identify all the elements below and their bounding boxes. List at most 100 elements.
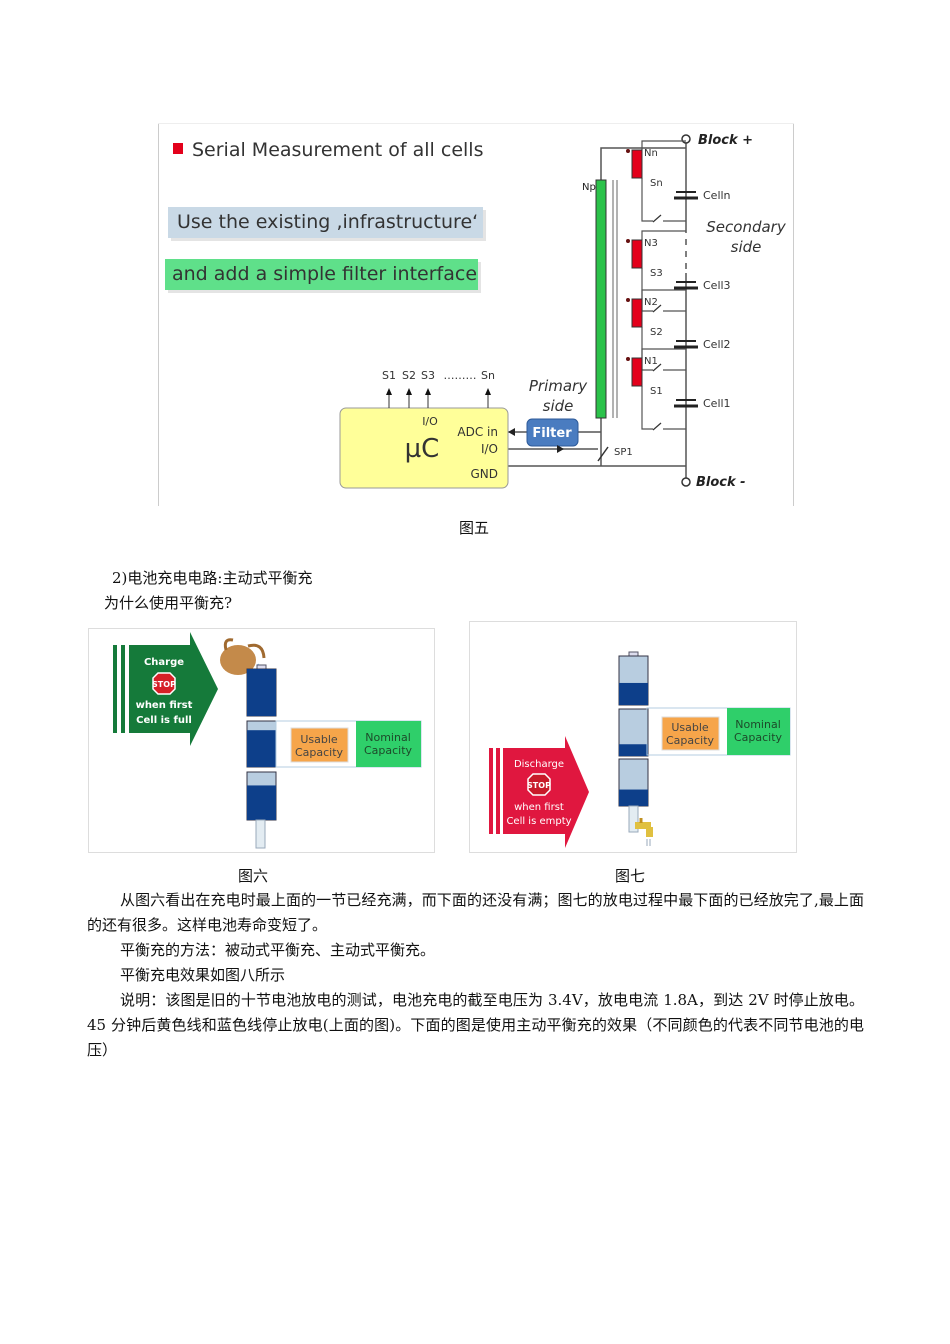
switch-sp1 bbox=[597, 446, 609, 462]
filter-interface-text: and add a simple filter interface bbox=[172, 263, 477, 285]
np-label: Np bbox=[582, 182, 596, 193]
winding-label: N1 bbox=[644, 356, 658, 367]
winding-dot bbox=[626, 298, 630, 302]
figure-7-caption: 图七 bbox=[615, 867, 646, 885]
section-heading: 2)电池充电电路:主动式平衡充 bbox=[112, 569, 313, 587]
winding-dot bbox=[626, 357, 630, 361]
nominal-capacity-label: Nominal bbox=[365, 731, 411, 744]
usable-capacity-label: Usable bbox=[671, 721, 709, 734]
winding-label: N2 bbox=[644, 297, 658, 308]
switch-label: S1 bbox=[650, 386, 663, 397]
figure-title: Serial Measurement of all cells bbox=[192, 139, 483, 161]
nominal-capacity-label: Nominal bbox=[735, 718, 781, 731]
secondary-side-label: side bbox=[731, 238, 762, 256]
secondary-winding bbox=[631, 149, 643, 179]
battery-cell bbox=[246, 771, 277, 821]
cell-label: Cell1 bbox=[703, 397, 731, 410]
primary-side-label: side bbox=[543, 397, 574, 415]
secondary-winding bbox=[631, 298, 643, 328]
microcontroller-block bbox=[339, 407, 509, 489]
adc-in-label: ADC in bbox=[457, 425, 498, 439]
usable-capacity-label: Capacity bbox=[295, 746, 344, 759]
discharge-label: when first bbox=[514, 802, 564, 813]
water-jug-icon bbox=[220, 638, 266, 675]
switch-output-label: S3 bbox=[421, 369, 435, 382]
io-top-label: I/O bbox=[422, 415, 438, 428]
stop-label: STOP bbox=[152, 680, 176, 689]
switch bbox=[652, 214, 662, 223]
secondary-side-label: Secondary bbox=[706, 218, 787, 236]
sp1-label: SP1 bbox=[614, 447, 633, 458]
switch bbox=[652, 304, 662, 313]
primary-side-label: Primary bbox=[529, 377, 588, 395]
infrastructure-box bbox=[168, 207, 483, 238]
figure-6-charge-diagram: Charge STOP when first Cell is full Usab… bbox=[88, 628, 435, 853]
section-question: 为什么使用平衡充? bbox=[104, 594, 233, 612]
io-label: I/O bbox=[481, 442, 498, 456]
filter-interface-box bbox=[165, 259, 478, 290]
stop-sign-icon bbox=[152, 672, 176, 695]
nominal-capacity-label: Capacity bbox=[734, 731, 783, 744]
block-minus-terminal bbox=[681, 477, 691, 487]
arrow-up-icon bbox=[485, 388, 491, 395]
usable-capacity-box bbox=[661, 716, 720, 751]
charge-label: when first bbox=[136, 700, 193, 711]
battery-stack bbox=[246, 664, 277, 821]
arrow-up-icon bbox=[406, 388, 412, 395]
winding-label: N3 bbox=[644, 238, 658, 249]
arrow-up-icon bbox=[386, 388, 392, 395]
stop-label: STOP bbox=[527, 781, 551, 790]
switch-label: Sn bbox=[650, 178, 663, 189]
switch-label: S3 bbox=[650, 268, 663, 279]
primary-winding-np bbox=[595, 179, 607, 419]
switch-output-label: ……… bbox=[444, 369, 477, 382]
arrow-bar bbox=[113, 645, 117, 733]
winding-dot bbox=[626, 239, 630, 243]
battery-cell bbox=[618, 708, 649, 757]
battery-stem bbox=[255, 819, 266, 849]
figure-6-caption: 图六 bbox=[238, 867, 269, 885]
winding-dot bbox=[626, 149, 630, 153]
switch bbox=[652, 363, 662, 372]
bullet-icon bbox=[173, 143, 183, 154]
filter-block bbox=[526, 418, 579, 447]
figure-7-discharge-diagram: Discharge STOP when first Cell is empty … bbox=[469, 621, 797, 853]
arrow-up-icon bbox=[425, 388, 431, 395]
arrow-icon bbox=[557, 445, 564, 453]
uc-label: µC bbox=[405, 434, 440, 464]
switch-control-outputs: S1 S2 S3 ……… Sn bbox=[382, 369, 495, 408]
usable-capacity-box bbox=[290, 727, 349, 763]
arrow-bar bbox=[121, 645, 125, 733]
discharge-label: Discharge bbox=[514, 759, 564, 770]
nominal-capacity-box bbox=[356, 721, 421, 767]
switch-output-label: S2 bbox=[402, 369, 416, 382]
battery-stack bbox=[618, 651, 649, 807]
cell-label: Celln bbox=[703, 189, 731, 202]
secondary-winding bbox=[631, 239, 643, 269]
battery-stem bbox=[628, 805, 639, 833]
switch-output-label: Sn bbox=[481, 369, 495, 382]
arrow-bar bbox=[496, 748, 500, 834]
secondary-winding bbox=[631, 357, 643, 387]
battery-cell bbox=[618, 758, 649, 807]
winding-label: Nn bbox=[644, 148, 658, 159]
nominal-capacity-label: Capacity bbox=[364, 744, 413, 757]
switch-output-label: S1 bbox=[382, 369, 396, 382]
battery-cell bbox=[246, 720, 277, 768]
discharge-label: Cell is empty bbox=[506, 816, 571, 827]
block-minus-label: Block - bbox=[696, 475, 746, 490]
block-plus-label: Block + bbox=[698, 133, 753, 148]
cell-label: Cell2 bbox=[703, 338, 731, 351]
paragraph: 从图六看出在充电时最上面的一节已经充满，而下面的还没有满；图七的放电过程中最下面… bbox=[87, 891, 864, 934]
infrastructure-text: Use the existing ‚infrastructure‘ bbox=[177, 211, 478, 233]
arrow-icon bbox=[508, 428, 515, 436]
paragraph: 说明：该图是旧的十节电池放电的测试，电池充电的截至电压为 3.4V，放电电流 1… bbox=[87, 991, 864, 1059]
charge-label: Cell is full bbox=[136, 715, 192, 726]
switch-label: S2 bbox=[650, 327, 663, 338]
block-plus-terminal bbox=[681, 134, 691, 144]
